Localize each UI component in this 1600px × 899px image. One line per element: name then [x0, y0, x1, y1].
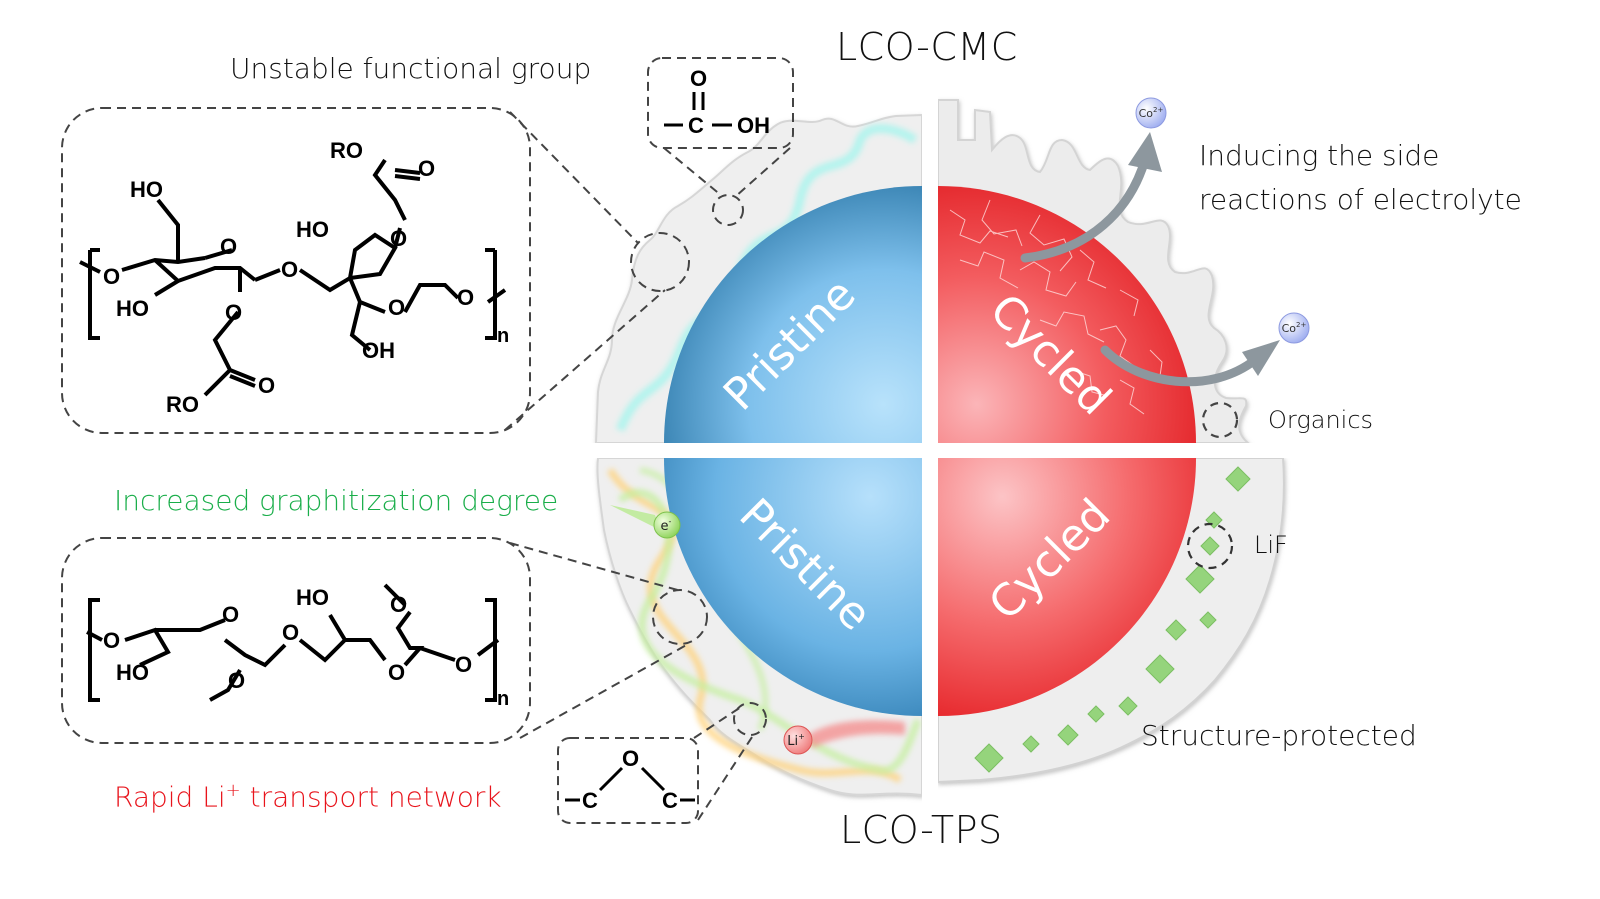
label-unstable-functional-group: Unstable functional group — [230, 52, 592, 85]
lif-crystal — [1145, 654, 1175, 684]
svg-text:O: O — [388, 295, 405, 320]
electron-trail — [610, 505, 660, 530]
svg-text:Li+: Li+ — [787, 732, 805, 749]
label-organics: Organics — [1268, 406, 1374, 434]
label-li-transport: Rapid Li+ transport network — [114, 780, 502, 813]
svg-text:O: O — [103, 264, 120, 289]
lif-crystal — [1225, 466, 1251, 492]
lif-crystal — [1200, 536, 1220, 556]
svg-text:O: O — [222, 602, 239, 627]
svg-text:Co2+: Co2+ — [1139, 106, 1164, 120]
cmc-structure-labels: HO RO O HO O O O O O HO O O OH n O RO — [103, 138, 509, 417]
svg-text:O: O — [388, 660, 405, 685]
lif-marker — [1186, 522, 1234, 570]
svg-text:O: O — [281, 257, 298, 282]
cmc-structure — [79, 158, 507, 397]
li-ion-trail — [808, 720, 905, 748]
tps-structure-labels: O HO O O O HO O O O n — [103, 585, 509, 710]
cycled-particle-tps — [938, 458, 1196, 716]
vertical-divider — [922, 95, 938, 815]
svg-text:O: O — [220, 234, 237, 259]
lif-crystal — [1057, 724, 1079, 746]
svg-text:HO: HO — [116, 660, 149, 685]
svg-text:HO: HO — [116, 296, 149, 321]
pristine-particle-tps — [664, 458, 922, 716]
organics-marker — [1201, 401, 1239, 439]
ether-group: O C C — [565, 746, 695, 813]
carboxyl-group: O C OH — [664, 66, 770, 138]
title-lco-tps: LCO-TPS — [840, 808, 1003, 852]
label-li-transport-prefix: Rapid Li — [114, 780, 226, 814]
lif-crystal — [974, 743, 1004, 773]
svg-text:O: O — [390, 226, 407, 251]
ether-box — [557, 737, 699, 824]
tps-zoom-circle-small — [733, 702, 767, 736]
svg-text:n: n — [497, 688, 509, 710]
horizontal-divider — [590, 443, 1290, 458]
co-release-arrow-1 — [1020, 132, 1162, 263]
label-side-reactions-line2: reactions of electrolyte — [1199, 183, 1522, 216]
co-release-arrow-2 — [1100, 340, 1280, 387]
cycled-particle-cmc — [938, 186, 1196, 443]
svg-text:O: O — [418, 156, 435, 181]
svg-text:HO: HO — [130, 177, 163, 202]
svg-text:O: O — [282, 620, 299, 645]
label-graphitization: Increased graphitization degree — [114, 484, 559, 517]
svg-text:O: O — [455, 652, 472, 677]
svg-text:O: O — [103, 628, 120, 653]
lif-crystals — [974, 466, 1251, 773]
svg-text:O: O — [228, 668, 245, 693]
svg-text:O: O — [622, 746, 639, 771]
pristine-particle-cmc — [664, 186, 922, 443]
lif-crystal — [1087, 705, 1105, 723]
label-structure-protected: Structure-protected — [1141, 719, 1417, 752]
svg-text:C: C — [582, 788, 598, 813]
cmc-zoom-circle-large — [630, 232, 690, 292]
svg-text:Co2+: Co2+ — [1282, 321, 1307, 335]
lif-crystal — [1199, 611, 1217, 629]
cmc-zoom-circle-small — [712, 194, 744, 226]
svg-text:O: O — [690, 66, 707, 91]
svg-text:RO: RO — [330, 138, 363, 163]
electron-particle: e- — [653, 511, 681, 539]
cmc-structure-box — [61, 107, 531, 434]
title-lco-cmc: LCO-CMC — [836, 25, 1018, 69]
co-ion-particle-1: Co2+ — [1135, 97, 1167, 129]
lif-crystal — [1118, 696, 1138, 716]
lif-crystal — [1185, 564, 1215, 594]
svg-text:RO: RO — [166, 392, 199, 417]
tps-structure-box — [61, 537, 531, 744]
label-li-transport-sup: + — [225, 780, 241, 801]
lif-crystal — [1165, 619, 1187, 641]
svg-text:O: O — [390, 592, 407, 617]
lithium-ion-particle: Li+ — [783, 725, 813, 755]
co-ion-particle-2: Co2+ — [1278, 312, 1310, 344]
svg-text:O: O — [225, 300, 242, 325]
svg-text:e-: e- — [661, 517, 672, 534]
svg-text:HO: HO — [296, 217, 329, 242]
svg-text:C: C — [688, 113, 704, 138]
crack-pattern — [949, 199, 1163, 415]
tps-structure — [86, 583, 500, 702]
label-lif: LiF — [1254, 531, 1288, 559]
svg-text:OH: OH — [737, 113, 770, 138]
svg-text:OH: OH — [362, 338, 395, 363]
svg-text:O: O — [457, 285, 474, 310]
lif-crystal — [1022, 735, 1040, 753]
label-side-reactions-line1: Inducing the side — [1199, 139, 1440, 172]
svg-text:HO: HO — [296, 585, 329, 610]
svg-text:C: C — [662, 788, 678, 813]
carboxyl-box — [647, 57, 794, 149]
callout-lines — [61, 57, 794, 824]
tps-zoom-circle-large — [652, 589, 708, 645]
svg-text:O: O — [258, 373, 275, 398]
svg-text:n: n — [497, 325, 509, 347]
label-li-transport-suffix: transport network — [240, 780, 502, 814]
